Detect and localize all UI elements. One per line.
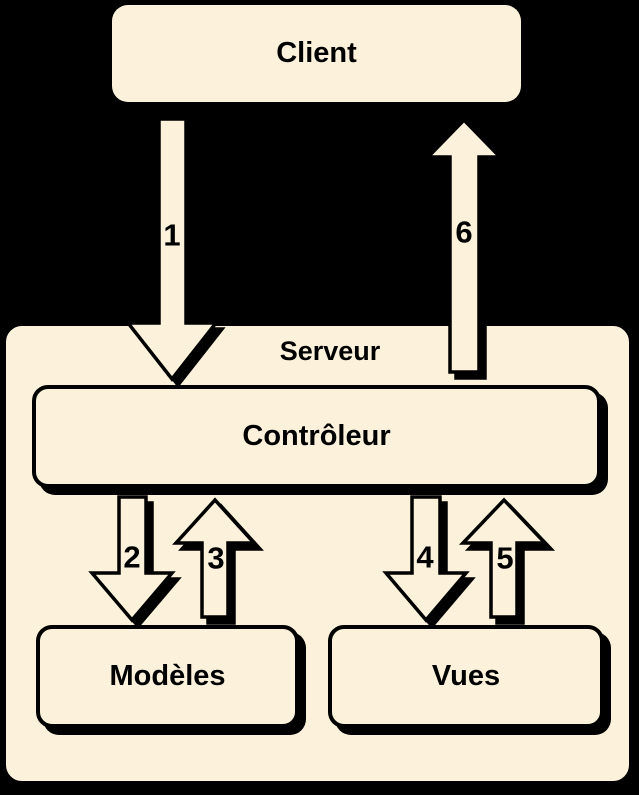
arrow-2-label: 2 <box>123 539 141 575</box>
node-vues: Vues <box>328 625 604 728</box>
node-serveur-label: Serveur <box>279 336 381 366</box>
node-client: Client <box>112 5 521 102</box>
node-client-label: Client <box>276 37 357 69</box>
node-controleur-label: Contrôleur <box>242 420 391 452</box>
arrow-4-label: 4 <box>416 539 434 575</box>
node-controleur: Contrôleur <box>32 385 601 488</box>
arrow-3-label: 3 <box>207 540 225 576</box>
node-modeles: Modèles <box>36 625 299 728</box>
arrow-1-label: 1 <box>163 217 181 253</box>
node-vues-label: Vues <box>431 660 501 692</box>
node-modeles-label: Modèles <box>109 660 226 692</box>
arrow-5-label: 5 <box>496 540 514 576</box>
arrow-6-label: 6 <box>455 214 473 250</box>
